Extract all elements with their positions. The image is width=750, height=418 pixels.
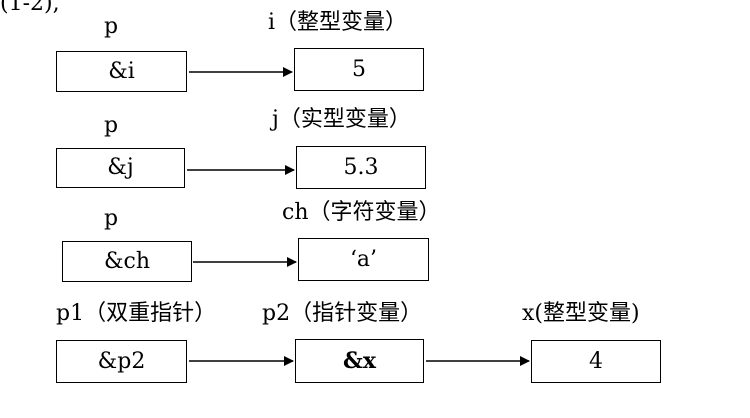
- row1-pointer-box: &i: [56, 51, 187, 92]
- row4-middle-value: &x: [343, 348, 376, 374]
- row1-pointer-label: p: [104, 14, 119, 39]
- row2-variable-label: j（实型变量）: [272, 107, 411, 132]
- row4-variable-box: 4: [531, 340, 661, 383]
- row3-variable-label: ch（字符变量）: [282, 200, 441, 225]
- row4-variable-value: 4: [589, 348, 603, 374]
- row1-variable-value: 5: [352, 56, 366, 82]
- header-fragment: (1-2),: [0, 0, 60, 16]
- row3-variable-value: ‘a’: [349, 246, 378, 272]
- row2-pointer-box: &j: [56, 148, 185, 188]
- row3-pointer-value: &ch: [103, 248, 151, 274]
- row3-variable-box: ‘a’: [298, 238, 429, 281]
- row1-pointer-value: &i: [108, 58, 135, 84]
- row4-pointer-label: p1（双重指针）: [56, 301, 217, 326]
- row2-variable-box: 5.3: [296, 146, 426, 189]
- row4-variable-label: x(整型变量): [522, 301, 640, 326]
- row4-pointer-value: &p2: [97, 348, 146, 374]
- row4-middle-label: p2（指针变量）: [262, 301, 423, 326]
- row1-variable-box: 5: [294, 48, 424, 91]
- row3-pointer-label: p: [104, 206, 119, 231]
- row4-middle-box: &x: [295, 339, 424, 383]
- row2-pointer-value: &j: [107, 155, 134, 180]
- row2-pointer-label: p: [104, 113, 119, 138]
- row2-variable-value: 5.3: [343, 154, 379, 180]
- row4-pointer-box: &p2: [56, 340, 187, 383]
- row3-pointer-box: &ch: [62, 241, 192, 282]
- row1-variable-label: i（整型变量）: [268, 10, 408, 35]
